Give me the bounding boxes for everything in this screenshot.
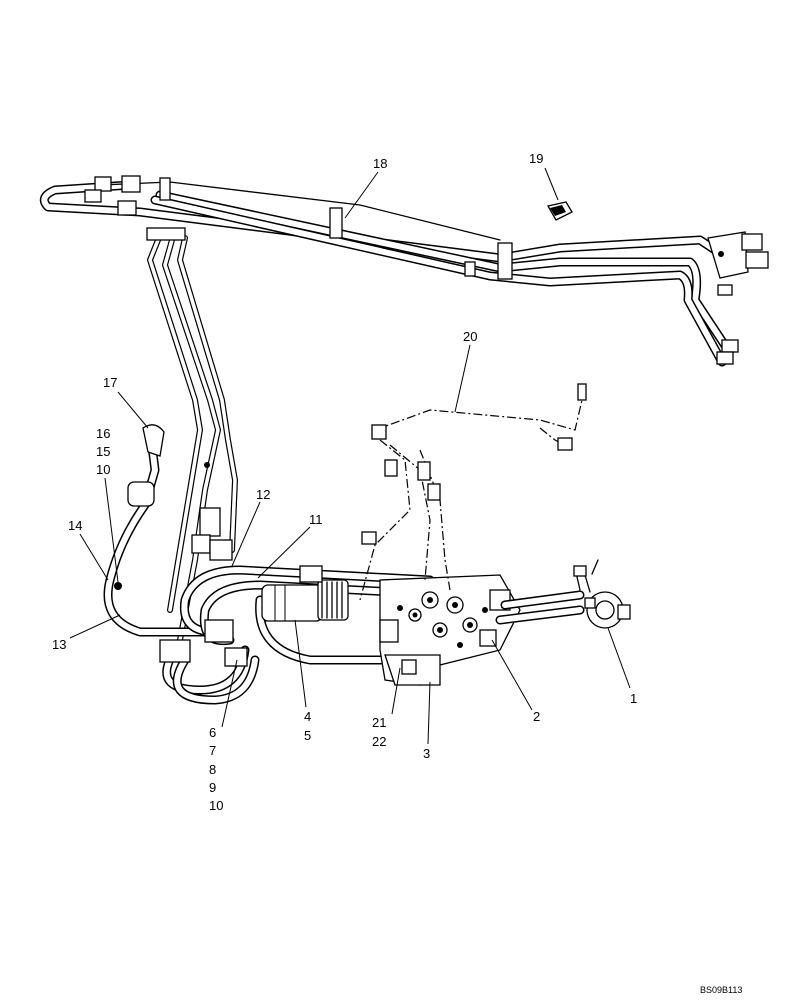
elbow-fitting-17 xyxy=(142,424,165,457)
hose-13 xyxy=(103,424,220,637)
tube-clamp xyxy=(159,177,171,201)
callout-10-upper: 10 xyxy=(96,462,110,477)
boom-tube-assembly xyxy=(39,175,769,367)
hose-fitting xyxy=(717,284,733,296)
hose-sleeve xyxy=(127,481,155,507)
hose-fitting xyxy=(121,175,141,193)
harness-connector xyxy=(384,459,398,477)
callout-6: 6 xyxy=(209,725,216,740)
hose-fitting xyxy=(204,619,234,643)
harness-connector xyxy=(577,383,587,401)
callout-5: 5 xyxy=(304,728,311,743)
vertical-tubes xyxy=(146,227,238,643)
hose-fitting xyxy=(199,507,221,537)
callout-7: 7 xyxy=(209,743,216,758)
hoses-11-12 xyxy=(159,565,435,705)
clip-part-19 xyxy=(546,201,573,221)
callout-4: 4 xyxy=(304,709,311,724)
filter-assembly xyxy=(261,565,349,622)
callout-10-lower: 10 xyxy=(209,798,223,813)
callout-3: 3 xyxy=(423,746,430,761)
harness-connector xyxy=(417,461,431,481)
tube-clamp xyxy=(146,227,186,241)
wire-harness-20 xyxy=(359,383,587,601)
callout-14: 14 xyxy=(68,518,82,533)
callout-16: 16 xyxy=(96,426,110,441)
callout-19: 19 xyxy=(529,151,543,166)
callout-8: 8 xyxy=(209,762,216,777)
bulkhead-plate xyxy=(707,231,749,279)
callout-22: 22 xyxy=(372,734,386,749)
hose-fitting xyxy=(117,200,137,216)
harness-connector xyxy=(371,424,387,440)
leader-lines xyxy=(69,167,631,745)
harness-connector xyxy=(557,437,573,451)
drawing-code: BS09B113 xyxy=(700,985,742,995)
hose-fitting xyxy=(209,539,233,561)
callout-13: 13 xyxy=(52,637,66,652)
hose-fitting xyxy=(159,639,191,663)
harness-connector xyxy=(361,531,377,545)
callout-15: 15 xyxy=(96,444,110,459)
callout-labels: 1 2 3 4 5 6 7 8 9 10 10 11 12 13 14 15 1… xyxy=(52,151,637,813)
callout-2: 2 xyxy=(533,709,540,724)
quick-coupler xyxy=(741,233,763,251)
callout-21: 21 xyxy=(372,715,386,730)
callout-18: 18 xyxy=(373,156,387,171)
tube-clamp xyxy=(497,242,513,280)
tube-clamp xyxy=(329,207,343,239)
hose-fitting xyxy=(721,339,739,353)
control-valve xyxy=(379,574,585,686)
callout-9: 9 xyxy=(209,780,216,795)
callout-20: 20 xyxy=(463,329,477,344)
callout-1: 1 xyxy=(630,691,637,706)
quick-coupler xyxy=(745,251,769,269)
hose-fitting xyxy=(94,176,112,192)
callout-12: 12 xyxy=(256,487,270,502)
solenoid-part-1 xyxy=(573,559,631,629)
hose-fitting xyxy=(716,351,734,365)
callout-11: 11 xyxy=(309,512,323,527)
harness-connector xyxy=(427,483,441,501)
tube-clamp xyxy=(464,261,476,277)
callout-17: 17 xyxy=(103,375,117,390)
hose-fitting xyxy=(84,189,102,203)
hose-fitting xyxy=(191,534,211,554)
